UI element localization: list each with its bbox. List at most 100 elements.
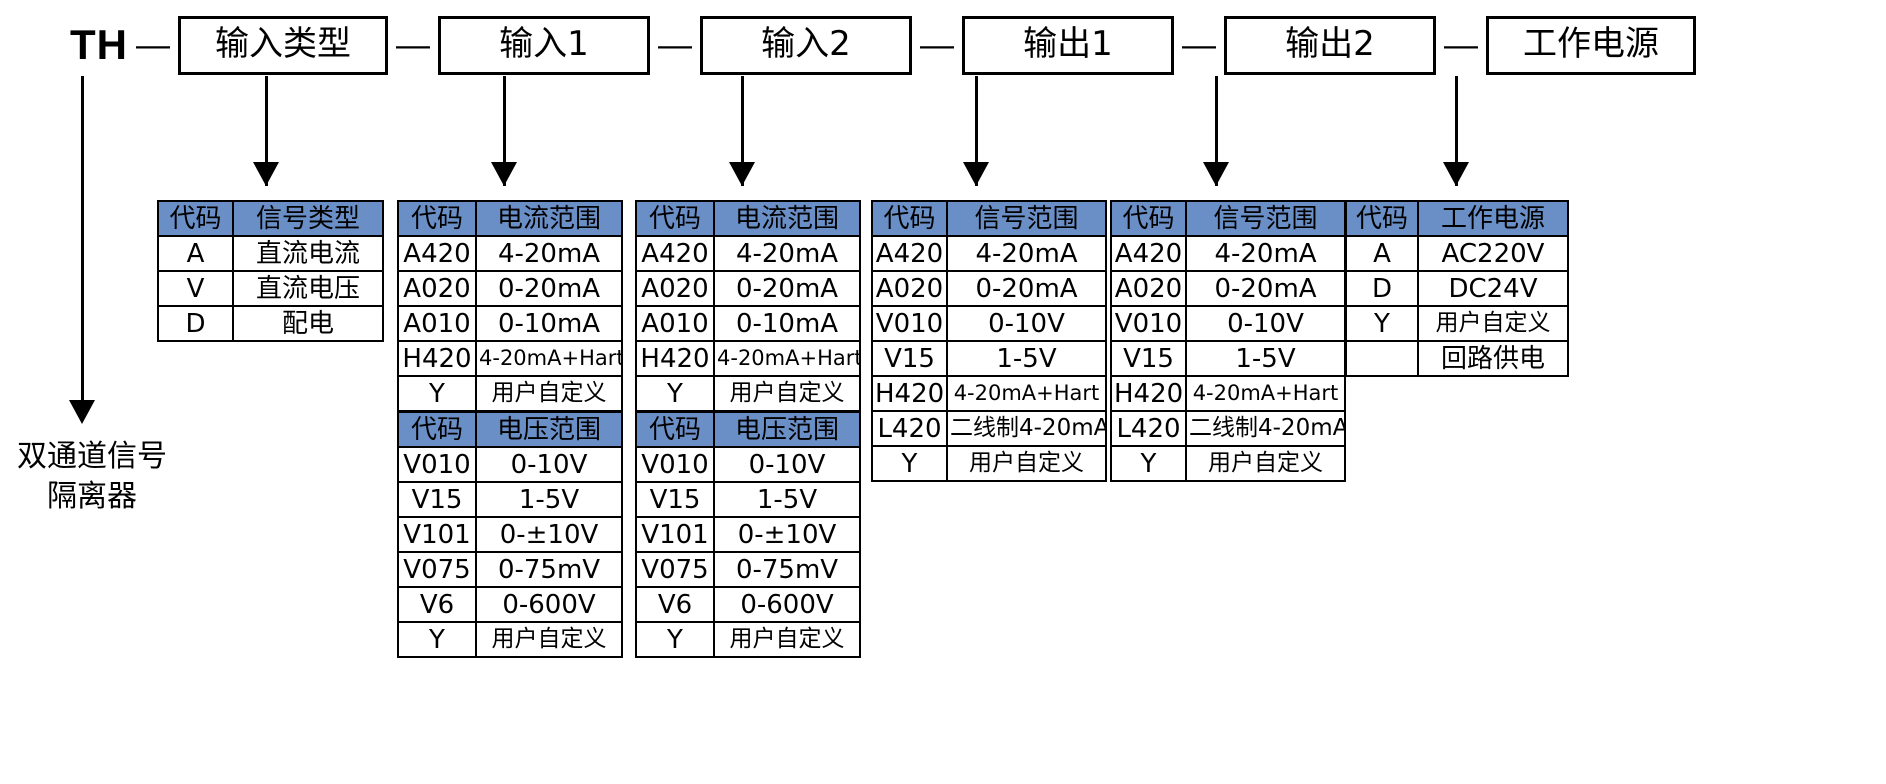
segment-box-output2[interactable]: 输出2 — [1224, 15, 1436, 75]
column-header-code: 代码 — [157, 200, 234, 237]
column-header-range: 电压范围 — [713, 410, 861, 448]
column-header-range: 工作电源 — [1417, 200, 1569, 237]
cell-code: V101 — [635, 516, 715, 553]
cell-code: H420 — [871, 375, 948, 412]
cell-value: 1-5V — [713, 481, 861, 518]
column-header-code: 代码 — [1345, 200, 1419, 237]
cell-value: 0-10mA — [475, 305, 623, 342]
cell-code: H420 — [1110, 375, 1187, 412]
segment-box-output1[interactable]: 输出1 — [962, 15, 1174, 75]
connector-line-output1 — [975, 76, 978, 186]
dash-separator-3: — — [920, 26, 954, 64]
table-header-row: 代码电流范围 — [635, 200, 861, 237]
cell-code: Y — [1345, 305, 1419, 342]
connector-line-input2 — [741, 76, 744, 186]
cell-value: 用户自定义 — [713, 621, 861, 658]
table-header-row: 代码电流范围 — [397, 200, 623, 237]
cell-code: Y — [635, 621, 715, 658]
connector-line-prefix — [81, 76, 84, 406]
cell-value: 0-±10V — [475, 516, 623, 553]
table-header-row: 代码信号类型 — [157, 200, 384, 237]
cell-value: 直流电流 — [232, 235, 384, 272]
cell-code: L420 — [1110, 410, 1187, 447]
table-header-row: 代码电压范围 — [635, 410, 861, 448]
cell-value: 4-20mA — [946, 235, 1107, 272]
cell-code: V010 — [635, 446, 715, 483]
cell-code: Y — [635, 375, 715, 413]
segment-box-input2[interactable]: 输入2 — [700, 15, 912, 75]
connector-arrow-input1 — [491, 162, 517, 186]
model-prefix: TH — [70, 21, 128, 68]
product-label-line2: 隔离器 — [47, 478, 137, 514]
cell-code: A — [1345, 235, 1419, 272]
column-header-range: 信号范围 — [1185, 200, 1346, 237]
column-header-code: 代码 — [1110, 200, 1187, 237]
segment-box-input-type[interactable]: 输入类型 — [178, 15, 388, 75]
cell-code: V075 — [635, 551, 715, 588]
cell-code: V — [157, 270, 234, 307]
cell-code: Y — [871, 445, 948, 482]
cell-value: 用户自定义 — [1185, 445, 1346, 482]
cell-value: 配电 — [232, 305, 384, 342]
cell-code: V010 — [871, 305, 948, 342]
cell-code: V101 — [397, 516, 477, 553]
column-header-range: 信号范围 — [946, 200, 1107, 237]
connector-arrow-power — [1443, 162, 1469, 186]
cell-value: 0-75mV — [713, 551, 861, 588]
cell-value: 4-20mA+Hart — [1185, 375, 1346, 412]
product-label: 双通道信号 隔离器 — [2, 437, 182, 516]
segment-box-power[interactable]: 工作电源 — [1486, 15, 1696, 75]
cell-code: A020 — [635, 270, 715, 307]
table-header-row: 代码电压范围 — [397, 410, 623, 448]
cell-code: V010 — [397, 446, 477, 483]
cell-code: H420 — [635, 340, 715, 377]
column-header-range: 电流范围 — [713, 200, 861, 237]
cell-code: Y — [1110, 445, 1187, 482]
cell-value: 0-±10V — [713, 516, 861, 553]
cell-code: V075 — [397, 551, 477, 588]
column-header-range: 信号类型 — [232, 200, 384, 237]
segment-box-input1[interactable]: 输入1 — [438, 15, 650, 75]
column-header-range: 电压范围 — [475, 410, 623, 448]
table-header-row: 代码信号范围 — [1110, 200, 1346, 237]
cell-value: 0-20mA — [946, 270, 1107, 307]
cell-code: H420 — [397, 340, 477, 377]
cell-value: 0-600V — [475, 586, 623, 623]
cell-value: 0-10V — [1185, 305, 1346, 342]
column-header-code: 代码 — [871, 200, 948, 237]
cell-code: D — [157, 305, 234, 342]
table-row: 回路供电 — [1345, 340, 1569, 377]
cell-value: 1-5V — [475, 481, 623, 518]
cell-code: V15 — [871, 340, 948, 377]
cell-code: A420 — [635, 235, 715, 272]
connector-arrow-input-type — [253, 162, 279, 186]
cell-code: V6 — [635, 586, 715, 623]
column-header-code: 代码 — [397, 200, 477, 237]
connector-line-input1 — [503, 76, 506, 186]
cell-code: A020 — [871, 270, 948, 307]
cell-value: 0-20mA — [475, 270, 623, 307]
dash-separator-0: — — [136, 26, 170, 64]
